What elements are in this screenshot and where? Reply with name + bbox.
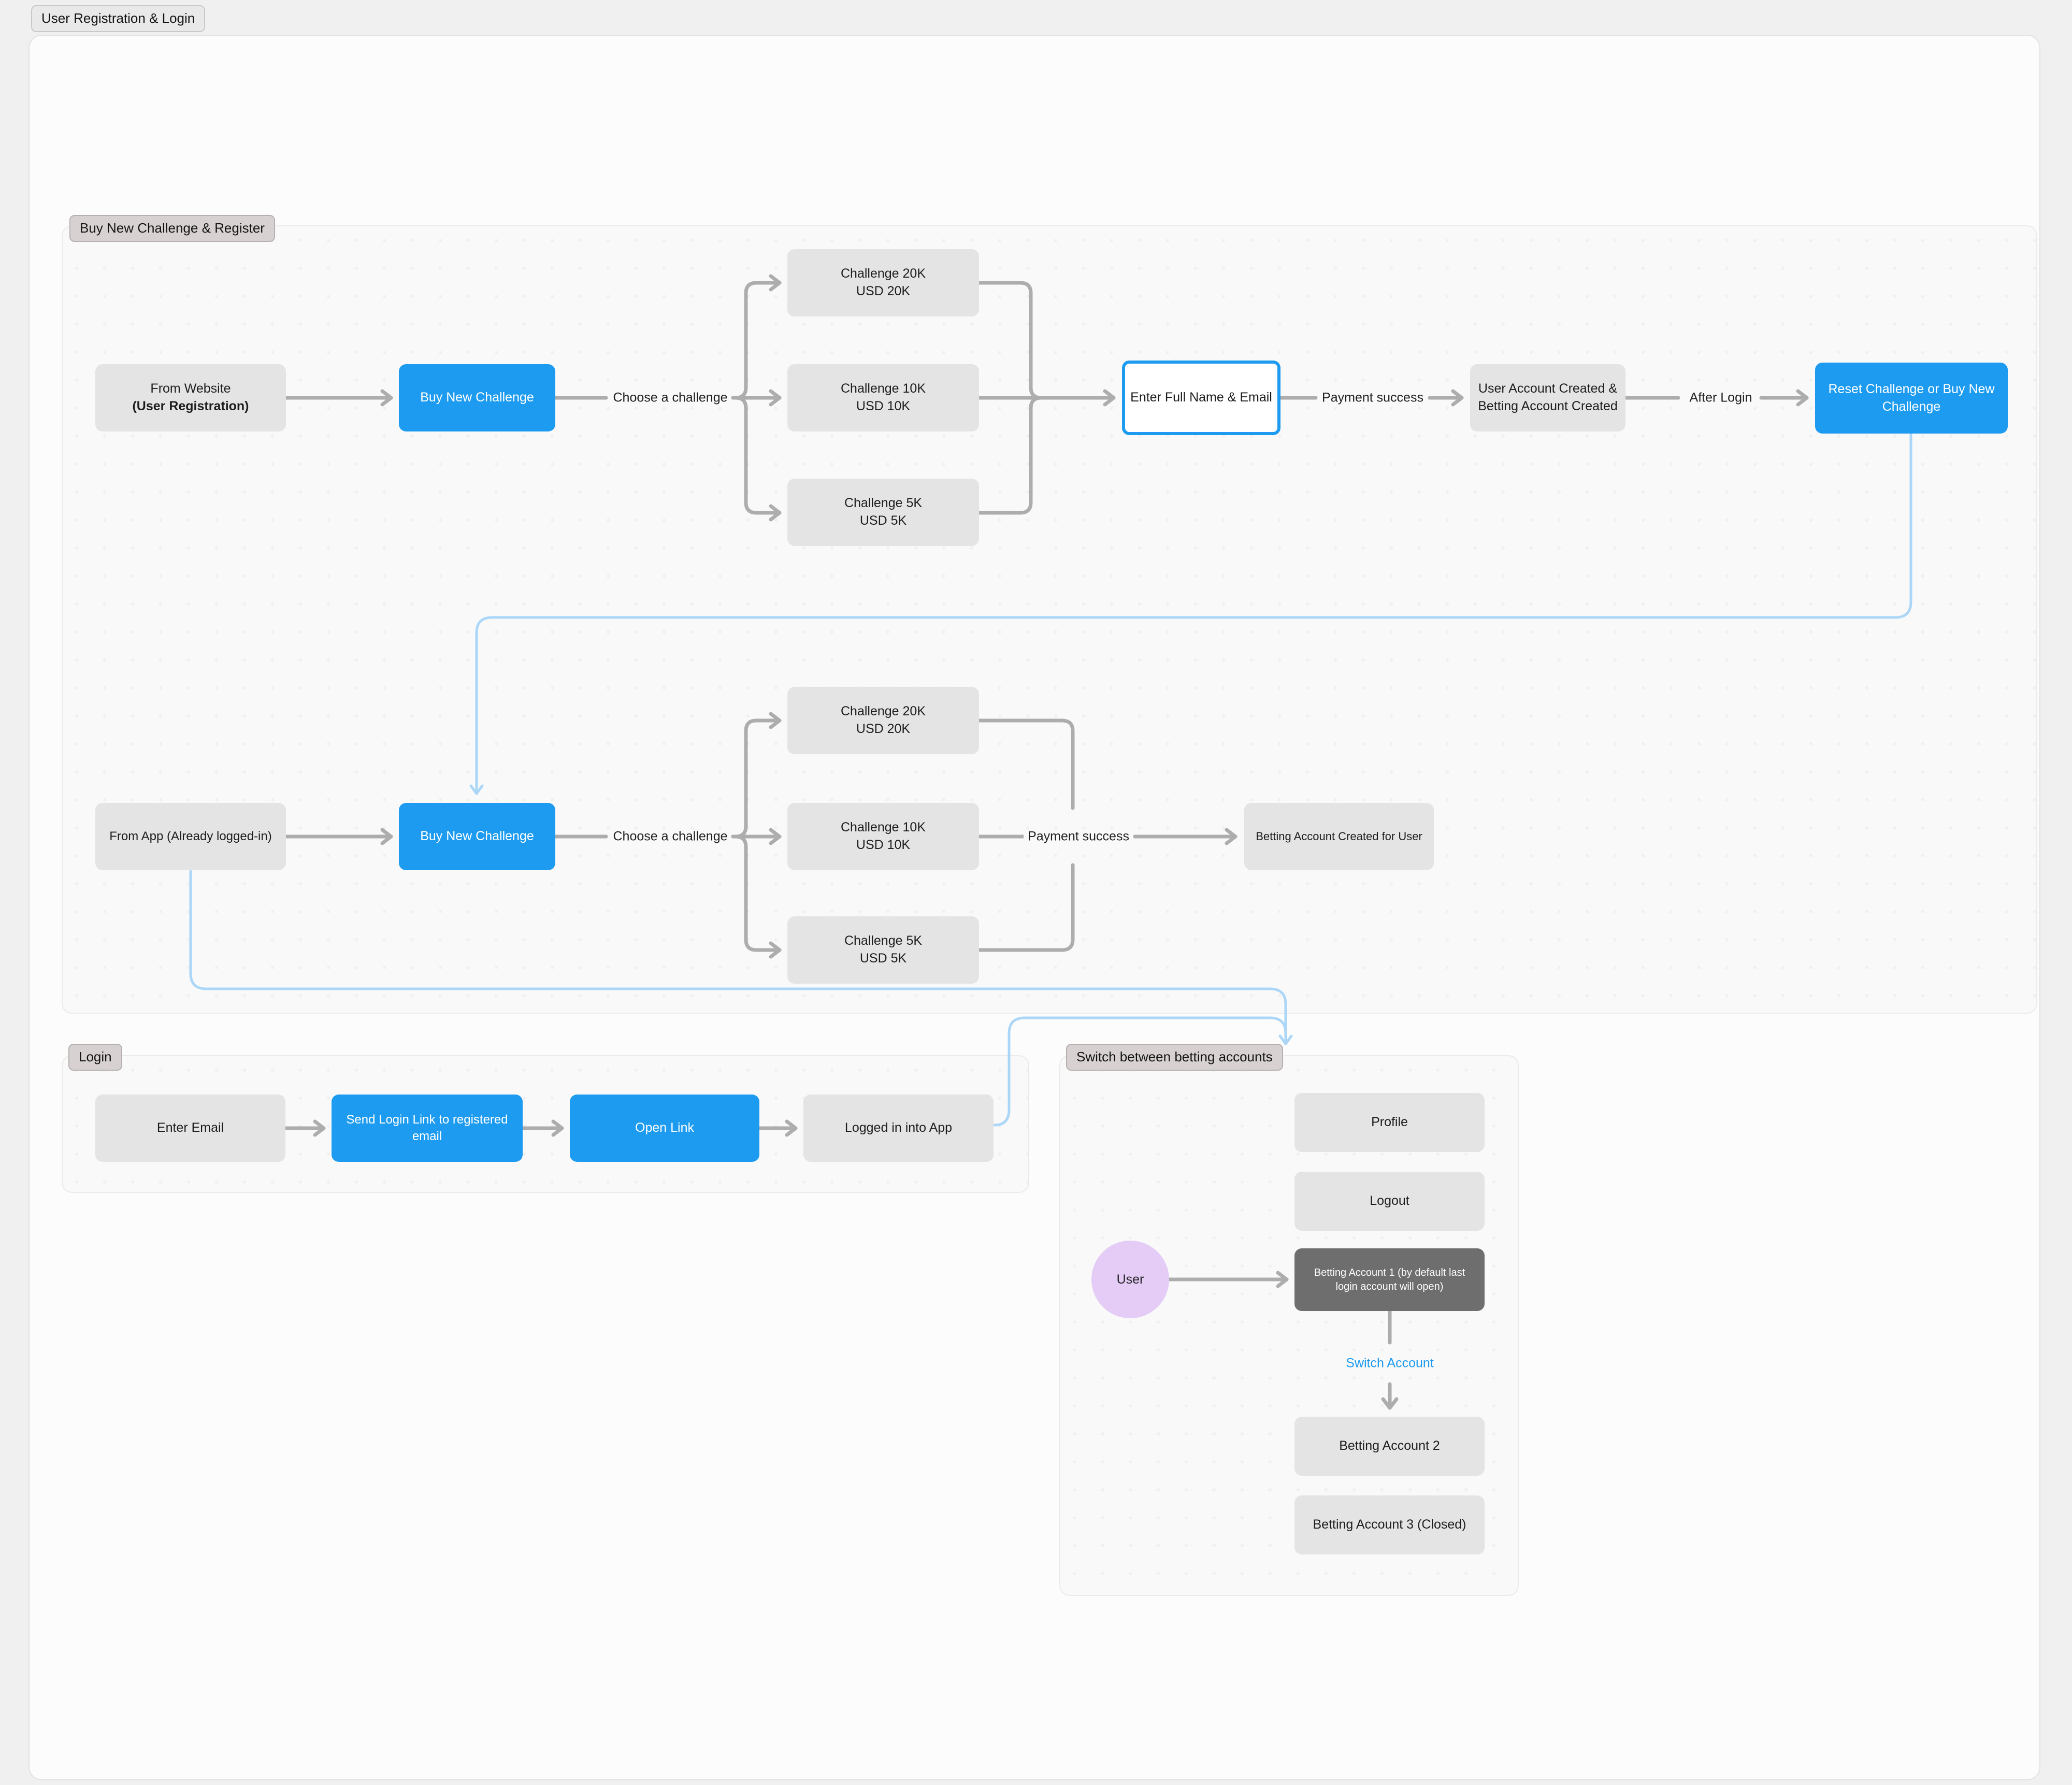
node-text: Challenge 10K <box>840 381 926 396</box>
section-pill-label: Buy New Challenge & Register <box>80 220 265 236</box>
node-challenge-5k-row1[interactable]: Challenge 5K USD 5K <box>787 479 979 546</box>
node-text: Challenge 20K <box>840 704 926 719</box>
node-challenge-10k-row2[interactable]: Challenge 10K USD 10K <box>787 803 979 870</box>
node-logout[interactable]: Logout <box>1294 1172 1485 1231</box>
node-challenge-20k-row2[interactable]: Challenge 20K USD 20K <box>787 687 979 754</box>
label-payment-success-row1: Payment success <box>1322 390 1423 405</box>
node-challenge-10k-row1[interactable]: Challenge 10K USD 10K <box>787 364 979 431</box>
node-challenge-5k-row2[interactable]: Challenge 5K USD 5K <box>787 916 979 984</box>
node-enter-full-name-email[interactable]: Enter Full Name & Email <box>1122 361 1280 435</box>
section-pill-login[interactable]: Login <box>68 1044 122 1071</box>
node-text: Enter Email <box>156 1120 224 1135</box>
node-text: USD 20K <box>856 722 911 736</box>
section-pill-buy-new-challenge[interactable]: Buy New Challenge & Register <box>69 215 275 242</box>
label-choose-challenge-row2: Choose a challenge <box>613 829 728 844</box>
section-pill-label: Login <box>79 1049 112 1064</box>
node-buy-new-challenge-website[interactable]: Buy New Challenge <box>399 364 555 431</box>
node-text: Challenge 10K <box>840 820 926 835</box>
node-text: USD 5K <box>859 513 907 528</box>
label-after-login: After Login <box>1689 390 1752 405</box>
node-text: Challenge 5K <box>844 933 923 948</box>
node-from-app[interactable]: From App (Already logged-in) <box>95 803 286 870</box>
node-text: Challenge 5K <box>844 496 923 511</box>
node-profile[interactable]: Profile <box>1294 1093 1485 1152</box>
node-text: Betting Account 3 (Closed) <box>1313 1517 1466 1532</box>
light-blue-connectors <box>189 433 1912 1127</box>
gray-connectors <box>283 274 1809 1410</box>
node-text: Enter Full Name & Email <box>1130 390 1272 405</box>
node-betting-account-created[interactable]: Betting Account Created for User <box>1244 803 1434 870</box>
node-text: From Website <box>150 381 231 396</box>
link-switch-account[interactable]: Switch Account <box>1346 1356 1434 1371</box>
node-text: Buy New Challenge <box>420 829 534 844</box>
node-text: USD 10K <box>856 399 911 413</box>
node-text: Profile <box>1371 1115 1408 1130</box>
node-buy-new-challenge-app[interactable]: Buy New Challenge <box>399 803 555 870</box>
node-text: Betting Account Created for User <box>1256 830 1422 843</box>
section-login[interactable] <box>62 1055 1029 1193</box>
node-betting-account-1[interactable]: Betting Account 1 (by default last login… <box>1294 1248 1485 1311</box>
node-from-website[interactable]: From Website (User Registration) <box>95 364 286 431</box>
node-user-account-created[interactable]: User Account Created & Betting Account C… <box>1470 364 1625 431</box>
node-enter-email[interactable]: Enter Email <box>95 1095 285 1162</box>
node-text: USD 5K <box>859 951 907 966</box>
section-pill-label: Switch between betting accounts <box>1076 1049 1273 1064</box>
frame-title-label: User Registration & Login <box>41 10 195 26</box>
node-text: Betting Account Created <box>1478 399 1618 413</box>
section-pill-switch-accounts[interactable]: Switch between betting accounts <box>1066 1044 1283 1071</box>
node-challenge-20k-row1[interactable]: Challenge 20K USD 20K <box>787 249 979 316</box>
node-text: Buy New Challenge <box>420 390 534 405</box>
node-text: User Account Created & <box>1478 381 1618 396</box>
node-logged-in-app[interactable]: Logged in into App <box>803 1095 994 1162</box>
node-text: Challenge 20K <box>840 266 926 281</box>
node-user-circle[interactable]: User <box>1091 1241 1169 1318</box>
node-text: Reset Challenge or Buy New Challenge <box>1828 381 1995 414</box>
node-text: From App (Already logged-in) <box>109 829 272 843</box>
node-text: (User Registration) <box>132 399 249 413</box>
node-text: Betting Account 1 (by default last login… <box>1314 1266 1465 1292</box>
node-text: Open Link <box>635 1120 694 1135</box>
label-payment-success-row2: Payment success <box>1024 829 1133 844</box>
node-text: Logged in into App <box>844 1120 953 1135</box>
node-text: Logout <box>1370 1193 1409 1208</box>
node-text: USD 20K <box>856 284 911 298</box>
node-text: Send Login Link to registered email <box>346 1112 508 1143</box>
section-buy-new-challenge-register[interactable] <box>62 225 2037 1014</box>
node-betting-account-3[interactable]: Betting Account 3 (Closed) <box>1294 1495 1485 1554</box>
node-open-link[interactable]: Open Link <box>570 1095 759 1162</box>
node-text: USD 10K <box>856 838 911 852</box>
node-text: User <box>1116 1272 1144 1287</box>
node-betting-account-2[interactable]: Betting Account 2 <box>1294 1417 1485 1476</box>
node-send-login-link[interactable]: Send Login Link to registered email <box>332 1095 523 1162</box>
frame-title-pill[interactable]: User Registration & Login <box>31 5 206 32</box>
label-choose-challenge-row1: Choose a challenge <box>613 390 728 405</box>
node-reset-challenge[interactable]: Reset Challenge or Buy New Challenge <box>1815 363 2008 434</box>
node-text: Betting Account 2 <box>1339 1438 1440 1453</box>
